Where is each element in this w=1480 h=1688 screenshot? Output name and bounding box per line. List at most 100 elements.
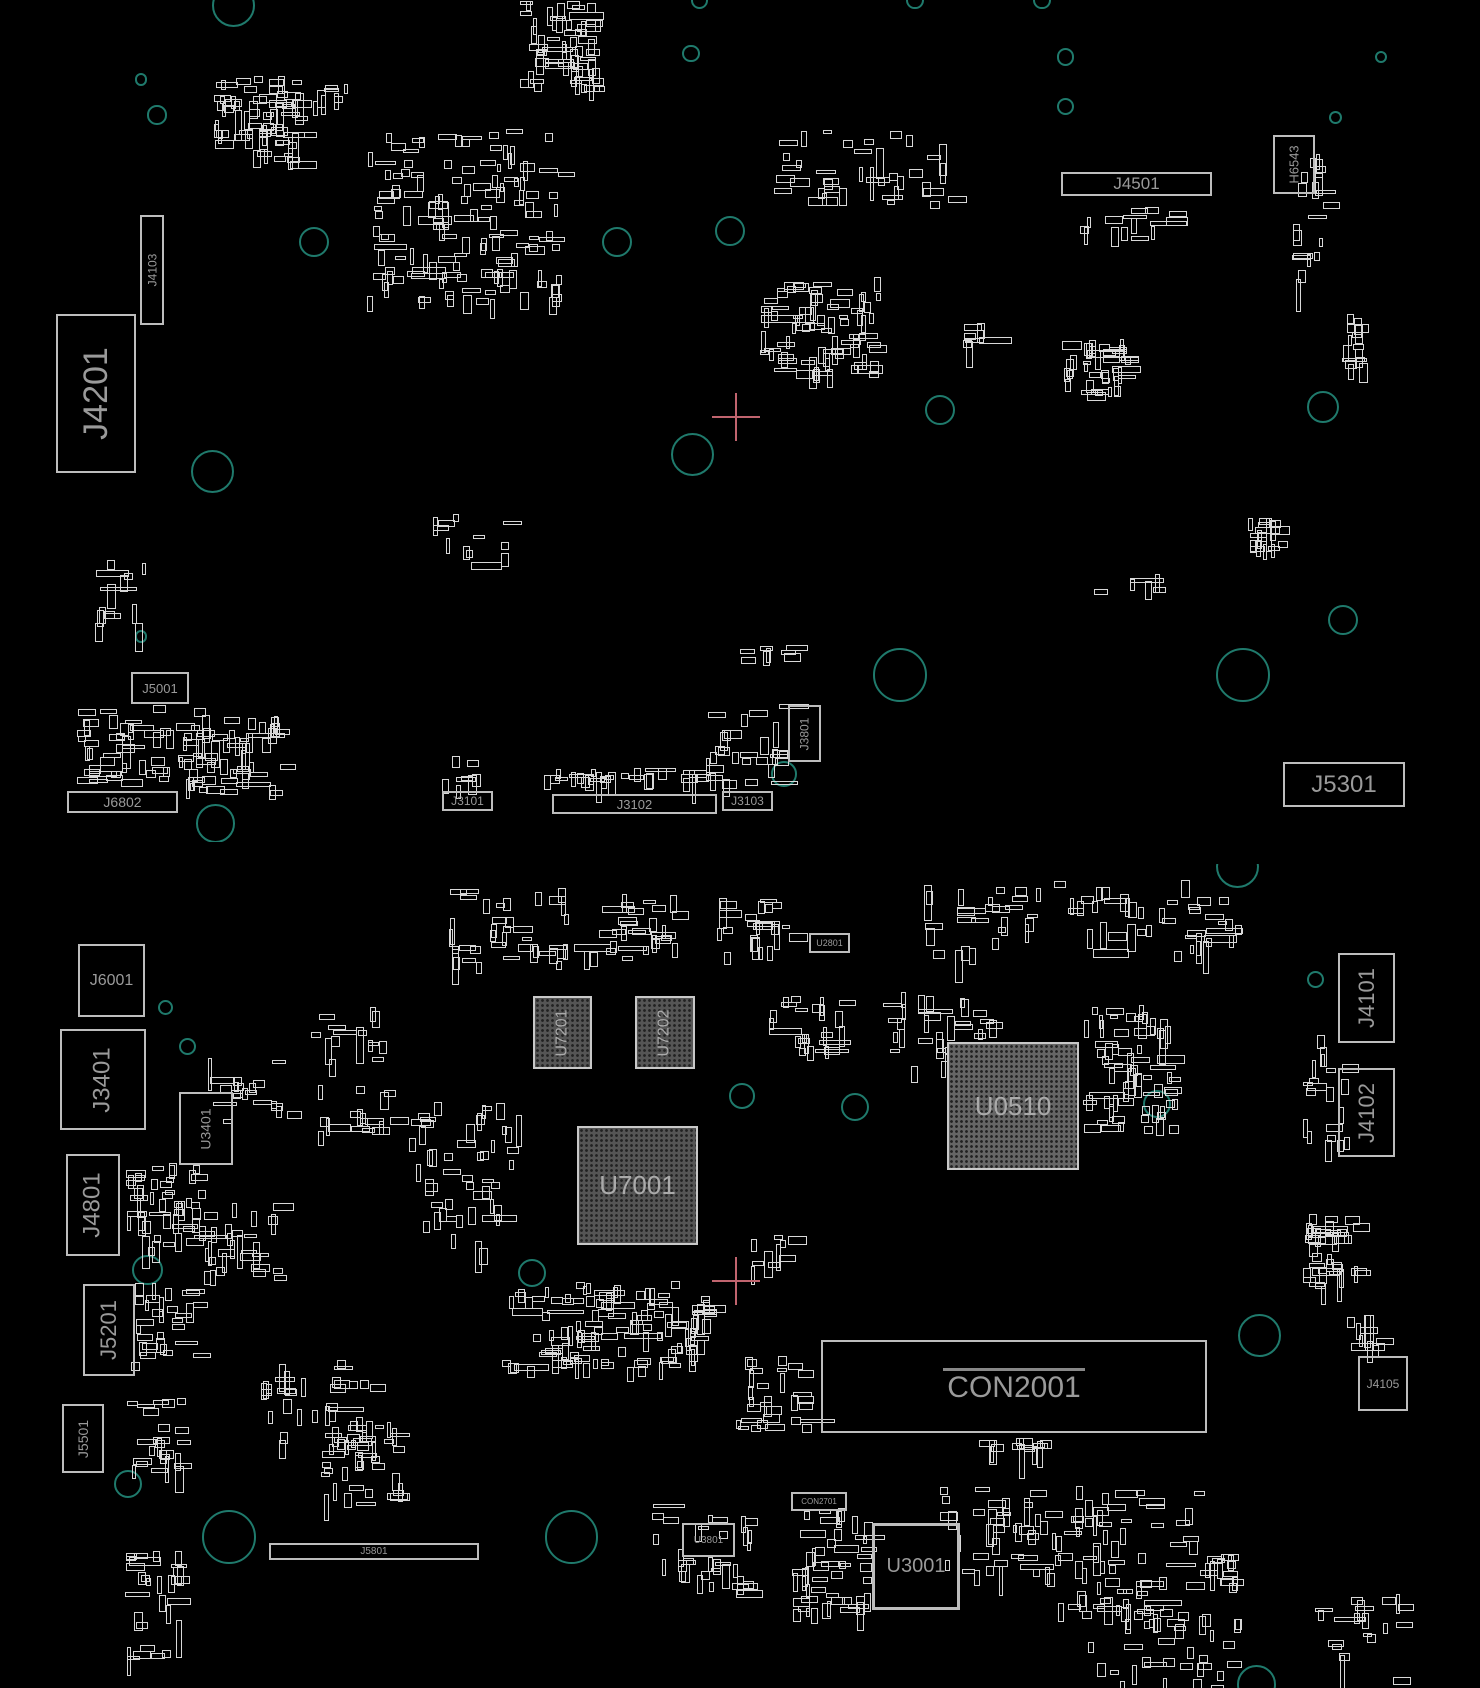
smd-pad — [940, 1060, 946, 1079]
smd-pad — [434, 1101, 442, 1117]
smd-pad — [509, 269, 517, 290]
smd-pad — [577, 36, 598, 45]
smd-pad — [1093, 948, 1129, 958]
connector-j4501[interactable]: J4501 — [1061, 172, 1212, 196]
smd-pad — [465, 1123, 475, 1144]
component-h6543[interactable]: H6543 — [1273, 135, 1315, 194]
chip-u0510[interactable]: U0510 — [947, 1042, 1079, 1170]
smd-pad — [216, 101, 225, 111]
smd-pad — [761, 330, 766, 354]
smd-pad — [78, 709, 96, 716]
connector-j5801[interactable]: J5801 — [269, 1543, 479, 1560]
mounting-hole — [770, 761, 797, 787]
smd-pad — [839, 999, 857, 1006]
smd-pad — [861, 315, 866, 333]
smd-pad — [153, 731, 161, 749]
connector-j5501[interactable]: J5501 — [62, 1404, 104, 1473]
connector-j6001[interactable]: J6001 — [78, 944, 145, 1017]
smd-pad — [323, 1494, 329, 1522]
connector-con2001[interactable]: CON2001 — [821, 1340, 1207, 1433]
smd-pad — [132, 1458, 153, 1465]
smd-pad — [1381, 1597, 1396, 1605]
chip-u3401[interactable]: U3401 — [179, 1092, 233, 1165]
connector-j4801[interactable]: J4801 — [66, 1154, 120, 1256]
smd-pad — [668, 1348, 677, 1363]
smd-pad — [283, 1370, 290, 1395]
connector-j5001[interactable]: J5001 — [131, 672, 189, 704]
smd-pad — [267, 727, 277, 744]
chip-u7201[interactable]: U7201 — [533, 996, 592, 1069]
smd-pad — [99, 587, 137, 592]
connector-j3101[interactable]: J3101 — [442, 791, 493, 811]
smd-pad — [811, 1608, 818, 1624]
chip-u2801[interactable]: U2801 — [809, 933, 850, 953]
smd-pad — [1311, 1252, 1322, 1262]
smd-pad — [518, 189, 524, 206]
smd-pad — [84, 739, 99, 748]
connector-j3801[interactable]: J3801 — [788, 705, 821, 762]
smd-pad — [236, 781, 272, 787]
mounting-hole — [714, 216, 745, 247]
smd-pad — [544, 1286, 549, 1298]
chip-u3001[interactable]: U3001 — [872, 1523, 960, 1610]
connector-j3102[interactable]: J3102 — [552, 794, 717, 814]
connector-j5301[interactable]: J5301 — [1283, 762, 1405, 807]
smd-pad — [824, 1046, 829, 1059]
smd-pad — [445, 537, 450, 554]
connector-j3103[interactable]: J3103 — [722, 791, 773, 811]
connector-j6802[interactable]: J6802 — [67, 791, 178, 813]
smd-pad — [1221, 1554, 1232, 1561]
smd-pad — [971, 917, 989, 924]
mounting-hole — [114, 1470, 143, 1499]
connector-j4103[interactable]: J4103 — [140, 215, 164, 325]
chip-u3801[interactable]: U3801 — [682, 1523, 735, 1557]
smd-pad — [756, 920, 761, 936]
smd-pad — [1116, 1588, 1128, 1594]
smd-pad — [923, 187, 945, 196]
chip-u7001[interactable]: U7001 — [577, 1126, 698, 1245]
connector-j4105[interactable]: J4105 — [1358, 1356, 1408, 1411]
connector-con2701[interactable]: CON2701 — [791, 1492, 847, 1511]
connector-j3401[interactable]: J3401 — [60, 1029, 146, 1130]
smd-pad — [1324, 1139, 1332, 1163]
smd-pad — [162, 1399, 176, 1408]
smd-pad — [868, 312, 874, 325]
connector-j5201[interactable]: J5201 — [83, 1284, 135, 1376]
smd-pad — [276, 139, 290, 145]
smd-pad — [452, 513, 460, 523]
smd-pad — [1355, 1270, 1371, 1276]
smd-pad — [204, 1270, 212, 1285]
smd-pad — [151, 1283, 157, 1301]
smd-pad — [548, 896, 567, 905]
smd-pad — [462, 237, 471, 254]
connector-j4201[interactable]: J4201 — [56, 314, 136, 473]
smd-pad — [1002, 1498, 1010, 1516]
smd-pad — [250, 1210, 258, 1227]
smd-pad — [1166, 217, 1189, 226]
smd-pad — [835, 1010, 844, 1029]
smd-pad — [650, 1299, 669, 1305]
smd-pad — [1128, 901, 1137, 918]
smd-pad — [84, 769, 101, 776]
smd-pad — [678, 1548, 684, 1568]
smd-pad — [968, 947, 977, 965]
smd-pad — [779, 750, 788, 758]
smd-pad — [1222, 1570, 1239, 1577]
smd-pad — [607, 1313, 627, 1319]
smd-pad — [626, 1366, 635, 1382]
connector-j4101[interactable]: J4101 — [1338, 953, 1395, 1043]
crosshair-marker — [712, 1257, 760, 1305]
smd-pad — [444, 1153, 453, 1162]
smd-pad — [461, 138, 471, 148]
smd-pad — [480, 159, 496, 167]
smd-pad — [425, 1178, 435, 1196]
chip-u7202[interactable]: U7202 — [635, 996, 695, 1069]
smd-pad — [191, 1174, 209, 1182]
smd-pad — [136, 1325, 142, 1335]
smd-pad — [225, 99, 242, 108]
smd-pad — [578, 65, 583, 77]
smd-pad — [480, 204, 493, 210]
connector-j4102[interactable]: J4102 — [1338, 1068, 1395, 1157]
smd-pad — [939, 1487, 948, 1495]
